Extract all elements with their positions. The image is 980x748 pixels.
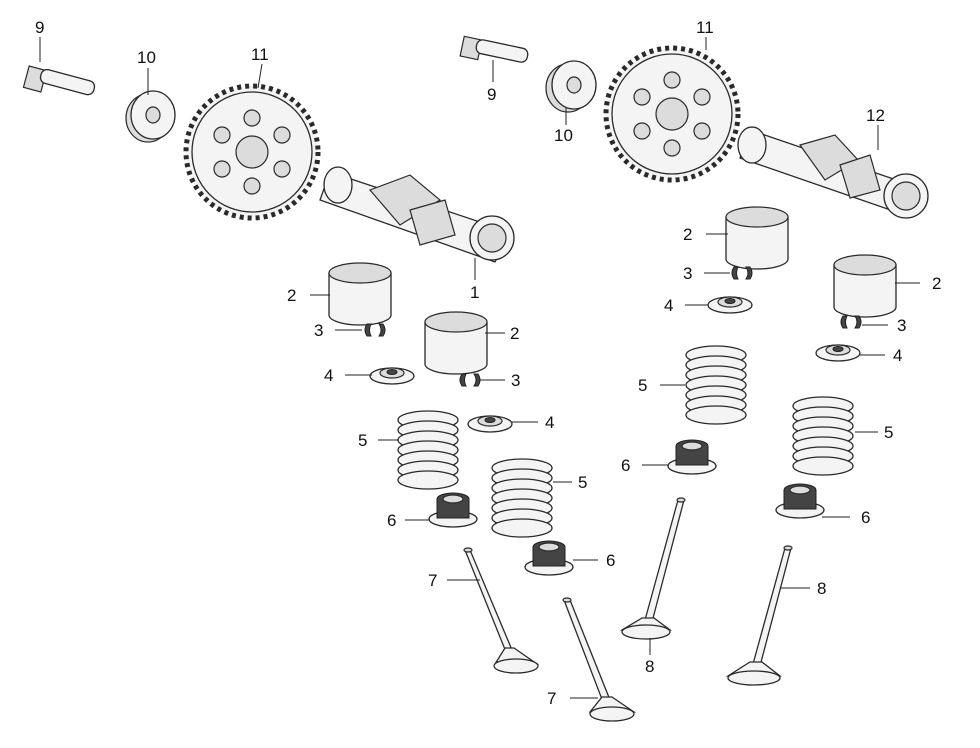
label-7-left-2: 7 xyxy=(547,689,556,708)
label-6-left-1: 6 xyxy=(387,511,396,530)
label-2-left-1: 2 xyxy=(287,286,296,305)
label-1: 1 xyxy=(470,283,479,302)
leader-11-left xyxy=(257,63,263,89)
sprocket-right xyxy=(606,48,738,180)
label-10-right: 10 xyxy=(554,126,573,145)
label-11-left: 11 xyxy=(251,45,269,64)
label-7-left-1: 7 xyxy=(428,571,437,590)
label-5-left-1: 5 xyxy=(358,431,367,450)
camshaft-left xyxy=(319,166,515,263)
tappet-right-1 xyxy=(725,206,789,270)
tappet-right-2 xyxy=(833,254,897,318)
label-11-right: 11 xyxy=(696,18,714,37)
label-3-left-2: 3 xyxy=(511,371,520,390)
keeper-left-1 xyxy=(364,323,386,337)
retainer-left-1 xyxy=(369,367,415,385)
retainer-right-2 xyxy=(815,344,861,362)
label-6-right-2: 6 xyxy=(861,508,870,527)
bolt-left xyxy=(22,65,96,96)
valve-right-2 xyxy=(725,545,793,686)
keeper-left-2 xyxy=(459,373,481,387)
tappet-left-2 xyxy=(424,311,488,375)
label-8-right-1: 8 xyxy=(645,657,654,676)
valve-seal-left-1 xyxy=(428,492,478,528)
label-6-right-1: 6 xyxy=(621,456,630,475)
valve-left-2 xyxy=(562,597,637,722)
spring-left-2 xyxy=(491,458,553,538)
retainer-right-1 xyxy=(707,296,753,314)
tappet-left-1 xyxy=(328,262,392,326)
washer-left xyxy=(125,90,176,143)
valve-right-1 xyxy=(619,497,686,640)
label-4-right-2: 4 xyxy=(893,346,902,365)
label-9-left: 9 xyxy=(35,18,44,37)
keeper-right-2 xyxy=(840,315,862,329)
valve-seal-right-1 xyxy=(667,439,717,475)
label-6-left-2: 6 xyxy=(606,551,615,570)
label-2-right-2: 2 xyxy=(932,274,941,293)
label-3-left-1: 3 xyxy=(314,321,323,340)
valve-seal-left-2 xyxy=(524,540,574,576)
sprocket-left xyxy=(186,86,318,218)
spring-right-2 xyxy=(792,396,854,476)
spring-right-1 xyxy=(685,345,747,425)
spring-left-1 xyxy=(397,410,459,490)
label-4-left-2: 4 xyxy=(545,413,554,432)
valve-left-1 xyxy=(463,547,540,674)
label-8-right-2: 8 xyxy=(817,579,826,598)
label-12: 12 xyxy=(866,106,885,125)
label-4-right-1: 4 xyxy=(664,296,673,315)
label-9-right: 9 xyxy=(487,85,496,104)
bolt-right xyxy=(459,35,529,63)
label-5-left-2: 5 xyxy=(578,473,587,492)
label-5-right-2: 5 xyxy=(884,423,893,442)
label-3-right-2: 3 xyxy=(897,316,906,335)
label-3-right-1: 3 xyxy=(683,264,692,283)
retainer-left-2 xyxy=(467,415,513,433)
label-5-right-1: 5 xyxy=(638,376,647,395)
label-2-right-1: 2 xyxy=(683,225,692,244)
label-10-left: 10 xyxy=(137,48,156,67)
camshaft-right xyxy=(737,126,929,219)
valve-seal-right-2 xyxy=(775,483,825,519)
washer-right xyxy=(545,60,597,113)
keeper-right-1 xyxy=(731,266,753,280)
label-2-left-2: 2 xyxy=(510,324,519,343)
label-4-left-1: 4 xyxy=(324,366,333,385)
